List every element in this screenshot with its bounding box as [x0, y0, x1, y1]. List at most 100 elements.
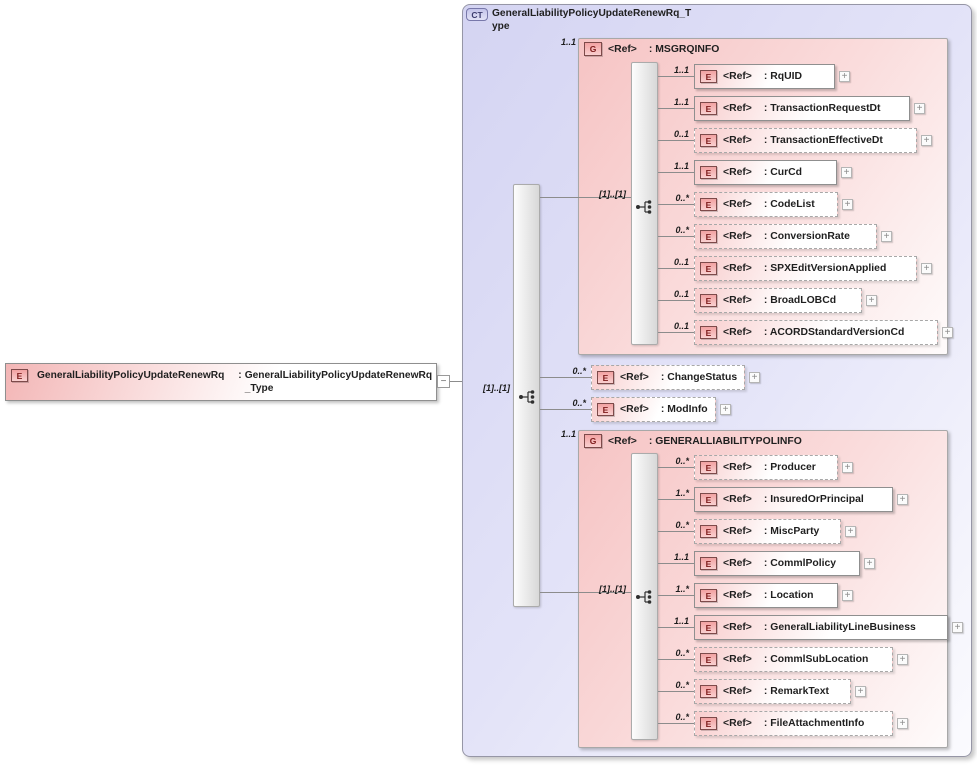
expand-button[interactable]: +	[839, 71, 850, 82]
element-name: : ConversionRate	[763, 231, 850, 242]
element-name: : TransactionEffectiveDt	[763, 135, 883, 146]
element-name: : FileAttachmentInfo	[763, 718, 865, 729]
cardinality-label: 0..*	[572, 398, 586, 408]
element-box-changestatus[interactable]: E <Ref> : ChangeStatus +	[591, 365, 760, 390]
element-box-rquid[interactable]: E <Ref> : RqUID +	[694, 64, 850, 89]
element-name: : InsuredOrPrincipal	[763, 494, 864, 505]
element-badge: E	[700, 294, 717, 307]
complex-type-header: CT	[466, 8, 488, 21]
cardinality-label: 0..1	[673, 129, 689, 139]
ref-label: <Ref>	[723, 686, 752, 697]
expand-button[interactable]: +	[952, 622, 963, 633]
ref-label: <Ref>	[620, 372, 649, 383]
element-name: : CurCd	[763, 167, 802, 178]
expand-button[interactable]: +	[881, 231, 892, 242]
element-name: : ModInfo	[660, 404, 708, 415]
element-box-conversionrate[interactable]: E <Ref> : ConversionRate +	[694, 224, 892, 249]
sequence-cardinality: [1]..[1]	[599, 189, 626, 199]
sequence-bar[interactable]	[513, 184, 540, 607]
expand-button[interactable]: +	[921, 135, 932, 146]
cardinality-label: 1..1	[673, 161, 689, 171]
group-name: : GENERALLIABILITYPOLINFO	[648, 435, 802, 447]
root-element-name: GeneralLiabilityPolicyUpdateRenewRq	[37, 370, 225, 381]
element-badge: E	[700, 493, 717, 506]
element-box-remarktext[interactable]: E <Ref> : RemarkText +	[694, 679, 866, 704]
element-box-miscparty[interactable]: E <Ref> : MiscParty +	[694, 519, 856, 544]
ref-label: <Ref>	[723, 558, 752, 569]
element-box-modinfo[interactable]: E <Ref> : ModInfo +	[591, 397, 731, 422]
ref-label: <Ref>	[723, 71, 752, 82]
connector-line	[658, 531, 694, 532]
element-box-transactioneffectivedt[interactable]: E <Ref> : TransactionEffectiveDt +	[694, 128, 932, 153]
element-box-codelist[interactable]: E <Ref> : CodeList +	[694, 192, 853, 217]
element-badge: E	[700, 653, 717, 666]
expand-button[interactable]: +	[897, 654, 908, 665]
element-badge: E	[700, 70, 717, 83]
element-badge: E	[700, 326, 717, 339]
connector-line	[658, 723, 694, 724]
cardinality-label: 1..1	[673, 97, 689, 107]
group-header-msgrqinfo: G<Ref>: MSGRQINFO	[584, 42, 719, 56]
ref-label: <Ref>	[723, 654, 752, 665]
expand-button[interactable]: +	[749, 372, 760, 383]
expand-button[interactable]: +	[841, 167, 852, 178]
ref-label: <Ref>	[723, 526, 752, 537]
ref-label: <Ref>	[723, 135, 752, 146]
element-box-transactionrequestdt[interactable]: E <Ref> : TransactionRequestDt +	[694, 96, 925, 121]
root-element-type: GeneralLiabilityPolicyUpdateRenewRq_Type	[244, 370, 433, 394]
cardinality-label: 0..1	[673, 289, 689, 299]
expand-button[interactable]: +	[720, 404, 731, 415]
expand-button[interactable]: +	[914, 103, 925, 114]
element-box-acordstandardversioncd[interactable]: E <Ref> : ACORDStandardVersionCd +	[694, 320, 953, 345]
cardinality-label: 0..*	[675, 680, 689, 690]
element-box-location[interactable]: E <Ref> : Location +	[694, 583, 853, 608]
collapse-button[interactable]: −	[437, 375, 450, 388]
expand-button[interactable]: +	[942, 327, 953, 338]
expand-button[interactable]: +	[921, 263, 932, 274]
expand-button[interactable]: +	[866, 295, 877, 306]
element-name: : MiscParty	[763, 526, 820, 537]
root-element-box[interactable]: E GeneralLiabilityPolicyUpdateRenewRq : …	[5, 363, 437, 401]
group-badge: G	[584, 434, 602, 448]
sequence-icon	[636, 590, 652, 604]
connector-line	[658, 467, 694, 468]
element-box-broadlobcd[interactable]: E <Ref> : BroadLOBCd +	[694, 288, 877, 313]
ref-label: <Ref>	[723, 199, 752, 210]
ref-label: <Ref>	[723, 718, 752, 729]
element-box-spxeditversionapplied[interactable]: E <Ref> : SPXEditVersionApplied +	[694, 256, 932, 281]
element-box-insuredorprincipal[interactable]: E <Ref> : InsuredOrPrincipal +	[694, 487, 908, 512]
expand-button[interactable]: +	[864, 558, 875, 569]
cardinality-label: 0..*	[675, 712, 689, 722]
element-box-curcd[interactable]: E <Ref> : CurCd +	[694, 160, 852, 185]
expand-button[interactable]: +	[855, 686, 866, 697]
expand-button[interactable]: +	[842, 199, 853, 210]
connector-line	[658, 300, 694, 301]
expand-button[interactable]: +	[845, 526, 856, 537]
connector-line	[658, 204, 694, 205]
cardinality-label: 0..*	[675, 225, 689, 235]
element-box-fileattachmentinfo[interactable]: E <Ref> : FileAttachmentInfo +	[694, 711, 908, 736]
connector-line	[658, 236, 694, 237]
ref-label: <Ref>	[723, 295, 752, 306]
expand-button[interactable]: +	[842, 462, 853, 473]
expand-button[interactable]: +	[897, 494, 908, 505]
connector-line	[658, 140, 694, 141]
cardinality-label: 0..*	[675, 648, 689, 658]
element-name: : Location	[763, 590, 814, 601]
cardinality-label: 0..1	[673, 321, 689, 331]
connector-line	[540, 592, 631, 593]
element-badge: E	[700, 461, 717, 474]
element-box-generalliabilitylinebusiness[interactable]: E <Ref> : GeneralLiabilityLineBusiness +	[694, 615, 963, 640]
sequence-icon	[519, 390, 535, 404]
ref-label: <Ref>	[723, 590, 752, 601]
expand-button[interactable]: +	[897, 718, 908, 729]
expand-button[interactable]: +	[842, 590, 853, 601]
element-box-commlpolicy[interactable]: E <Ref> : CommlPolicy +	[694, 551, 875, 576]
element-badge: E	[700, 262, 717, 275]
connector-line	[658, 563, 694, 564]
element-badge: E	[700, 685, 717, 698]
element-box-producer[interactable]: E <Ref> : Producer +	[694, 455, 853, 480]
cardinality-label: 0..1	[673, 257, 689, 267]
element-box-commlsublocation[interactable]: E <Ref> : CommlSubLocation +	[694, 647, 908, 672]
connector-line	[658, 172, 694, 173]
